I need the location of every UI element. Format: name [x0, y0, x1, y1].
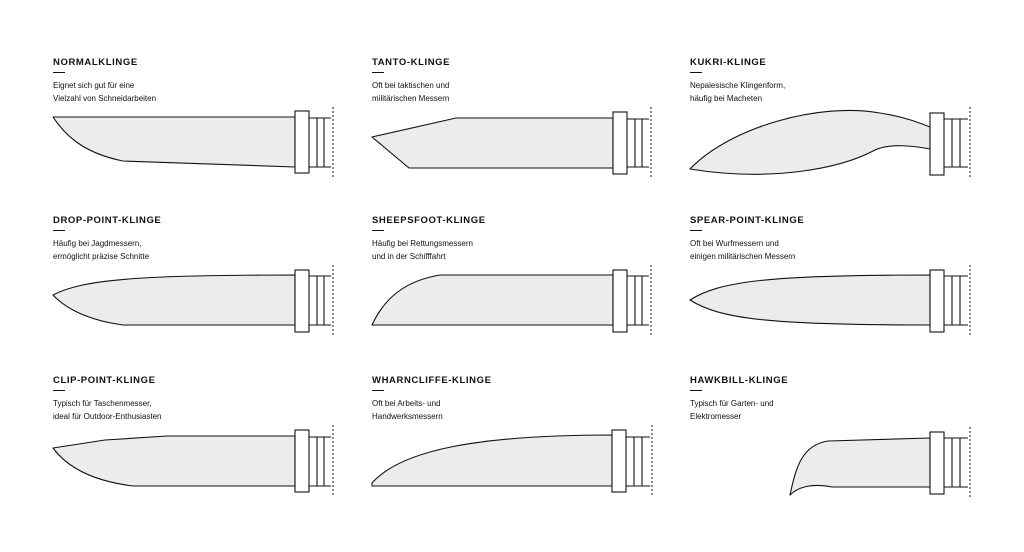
hawkbill-blade-icon	[789, 427, 971, 497]
clip-point-blade-icon	[52, 425, 334, 495]
title-underline	[690, 390, 702, 391]
knife-card-clip-point: CLIP-POINT-KLINGE Typisch für Taschenmes…	[52, 375, 353, 525]
title-underline	[690, 72, 702, 73]
description-line-2: ermöglicht präzise Schnitte	[53, 252, 150, 261]
description-line-2: Vielzahl von Schneidarbeiten	[53, 94, 157, 103]
title-underline	[53, 390, 65, 391]
description-line-2: und in der Schifffahrt	[372, 252, 446, 261]
knife-description: Typisch für Garten- und Elektromesser	[690, 397, 890, 423]
knife-description: Oft bei taktischen und militärischen Mes…	[372, 79, 572, 105]
knife-title: WHARNCLIFFE-KLINGE	[372, 375, 492, 386]
wharncliffe-blade-icon	[371, 425, 653, 495]
knife-card-sheepsfoot: SHEEPSFOOT-KLINGE Häufig bei Rettungsmes…	[371, 215, 672, 365]
title-underline	[372, 230, 384, 231]
knife-description: Typisch für Taschenmesser, ideal für Out…	[53, 397, 253, 423]
drop-point-blade-icon	[52, 265, 334, 335]
description-line-1: Oft bei taktischen und	[372, 81, 450, 90]
knife-description: Häufig bei Rettungsmessern und in der Sc…	[372, 237, 572, 263]
knife-title: SHEEPSFOOT-KLINGE	[372, 215, 486, 226]
knife-card-wharncliffe: WHARNCLIFFE-KLINGE Oft bei Arbeits- und …	[371, 375, 672, 525]
knife-description: Eignet sich gut für eine Vielzahl von Sc…	[53, 79, 253, 105]
description-line-1: Oft bei Arbeits- und	[372, 399, 441, 408]
knife-card-drop-point: DROP-POINT-KLINGE Häufig bei Jagdmessern…	[52, 215, 353, 365]
knife-title: DROP-POINT-KLINGE	[53, 215, 162, 226]
description-line-1: Nepalesische Klingenform,	[690, 81, 786, 90]
description-line-1: Typisch für Garten- und	[690, 399, 774, 408]
description-line-2: militärischen Messern	[372, 94, 450, 103]
knife-card-kukri: KUKRI-KLINGE Nepalesische Klingenform, h…	[689, 57, 990, 207]
kukri-blade-icon	[689, 107, 971, 177]
description-line-1: Typisch für Taschenmesser,	[53, 399, 152, 408]
knife-card-spear-point: SPEAR-POINT-KLINGE Oft bei Wurfmessern u…	[689, 215, 990, 365]
knife-title: CLIP-POINT-KLINGE	[53, 375, 156, 386]
description-line-2: ideal für Outdoor-Enthusiasten	[53, 412, 162, 421]
description-line-1: Häufig bei Jagdmessern,	[53, 239, 142, 248]
knife-title: NORMALKLINGE	[53, 57, 138, 68]
spear-point-blade-icon	[689, 265, 971, 335]
description-line-1: Eignet sich gut für eine	[53, 81, 135, 90]
title-underline	[372, 72, 384, 73]
tanto-blade-icon	[371, 107, 652, 177]
description-line-1: Oft bei Wurfmessern und	[690, 239, 779, 248]
title-underline	[372, 390, 384, 391]
knife-title: TANTO-KLINGE	[372, 57, 451, 68]
knife-title: HAWKBILL-KLINGE	[690, 375, 789, 386]
knife-description: Oft bei Wurfmessern und einigen militäri…	[690, 237, 890, 263]
description-line-2: einigen militärischen Messern	[690, 252, 796, 261]
normal-blade-icon	[52, 107, 334, 177]
description-line-2: Elektromesser	[690, 412, 742, 421]
knife-title: KUKRI-KLINGE	[690, 57, 767, 68]
description-line-2: häufig bei Macheten	[690, 94, 763, 103]
title-underline	[690, 230, 702, 231]
knife-title: SPEAR-POINT-KLINGE	[690, 215, 805, 226]
knife-card-tanto: TANTO-KLINGE Oft bei taktischen und mili…	[371, 57, 672, 207]
knife-description: Nepalesische Klingenform, häufig bei Mac…	[690, 79, 890, 105]
knife-description: Oft bei Arbeits- und Handwerksmessern	[372, 397, 572, 423]
description-line-1: Häufig bei Rettungsmessern	[372, 239, 473, 248]
knife-card-normal: NORMALKLINGE Eignet sich gut für eine Vi…	[52, 57, 353, 207]
knife-description: Häufig bei Jagdmessern, ermöglicht präzi…	[53, 237, 253, 263]
description-line-2: Handwerksmessern	[372, 412, 443, 421]
knife-card-hawkbill: HAWKBILL-KLINGE Typisch für Garten- und …	[690, 375, 990, 525]
title-underline	[53, 72, 65, 73]
title-underline	[53, 230, 65, 231]
sheepsfoot-blade-icon	[371, 265, 652, 335]
